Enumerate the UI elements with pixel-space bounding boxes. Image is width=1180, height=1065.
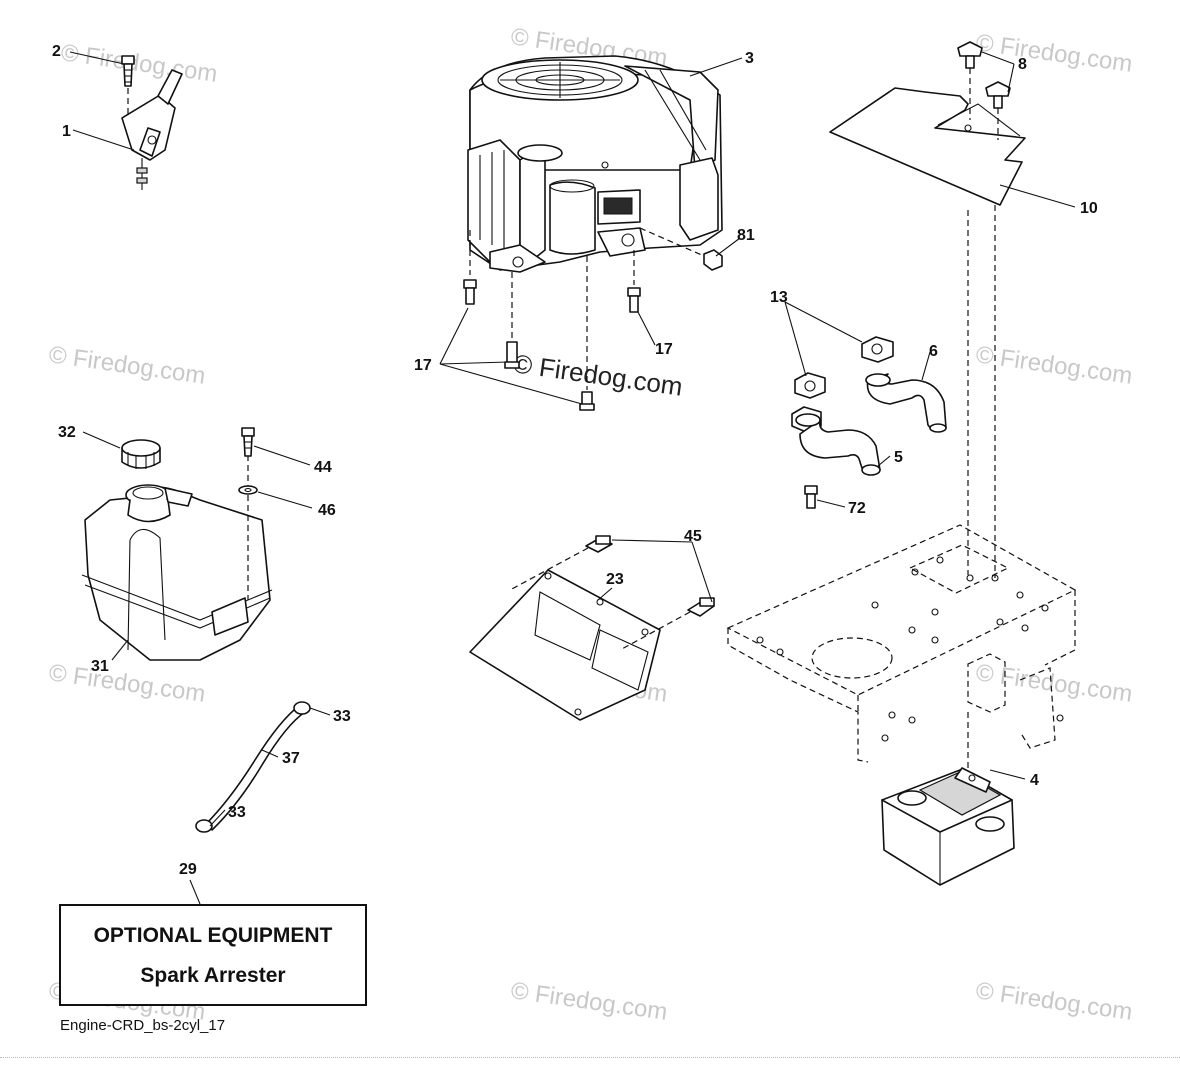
cover-plate-part	[829, 68, 1026, 578]
exhaust-pipe-part	[795, 373, 947, 476]
callout-45: 45	[684, 528, 702, 545]
watermark: © Firedog.com	[974, 977, 1134, 1026]
callout-10: 10	[1080, 200, 1098, 217]
callout-4: 4	[1030, 772, 1039, 789]
shield-screw-part	[509, 535, 715, 651]
leader-lines	[69, 51, 1076, 905]
watermark: © Firedog.com	[974, 659, 1134, 708]
callout-37: 37	[282, 750, 300, 767]
fuel-tank-part	[81, 455, 273, 661]
watermark: © Firedog.com	[509, 977, 669, 1026]
callout-6: 6	[929, 343, 938, 360]
callout-13: 13	[770, 289, 788, 306]
callout-31: 31	[91, 658, 109, 675]
callout-8: 8	[1018, 56, 1027, 73]
diagram-code: Engine-CRD_bs-2cyl_17	[60, 1017, 226, 1034]
hose-clamp-part	[195, 701, 311, 833]
chassis-frame	[726, 524, 1077, 770]
callout-3: 3	[745, 50, 754, 67]
callout-81: 81	[737, 227, 755, 244]
callout-17: 17	[655, 341, 673, 358]
fuel-cap-part	[121, 439, 161, 469]
callout-23: 23	[606, 571, 624, 588]
page-divider	[0, 1057, 1180, 1058]
callout-44: 44	[314, 459, 332, 476]
washer-part	[238, 485, 258, 495]
callout-72: 72	[848, 500, 866, 517]
callout-2: 2	[52, 43, 61, 60]
optional-equipment-box: OPTIONAL EQUIPMENT Spark Arrester	[59, 904, 367, 1006]
watermark: © Firedog.com	[47, 341, 207, 390]
engine-bolt-part	[463, 279, 641, 411]
optional-equipment-subtitle: Spark Arrester	[140, 964, 286, 987]
watermark: © Firedog.com	[974, 341, 1134, 390]
callout-labels: 1 2 3 4 5 6 8 10 13 17 17 23 29 31 32 33…	[52, 43, 1098, 878]
heat-shield-part	[469, 569, 661, 721]
watermark: © Firedog.com	[974, 29, 1134, 78]
callout-1: 1	[62, 123, 71, 140]
engine-part	[467, 55, 723, 390]
callout-33: 33	[228, 804, 246, 821]
callout-32: 32	[58, 424, 76, 441]
muffler-part	[881, 767, 1015, 886]
callout-33: 33	[333, 708, 351, 725]
bolt-72-part	[804, 485, 818, 509]
callout-17: 17	[414, 357, 432, 374]
watermark: © Firedog.com	[59, 39, 219, 88]
watermark: © Firedog.com	[47, 659, 207, 708]
throttle-control-part	[121, 69, 183, 190]
callout-46: 46	[318, 502, 336, 519]
screw-part	[121, 55, 135, 118]
callout-5: 5	[894, 449, 903, 466]
optional-equipment-title: OPTIONAL EQUIPMENT	[93, 924, 333, 947]
knob-part	[957, 41, 1011, 109]
callout-29: 29	[179, 861, 197, 878]
tank-screw-part	[241, 427, 255, 457]
fuel-hose-part	[204, 704, 306, 831]
